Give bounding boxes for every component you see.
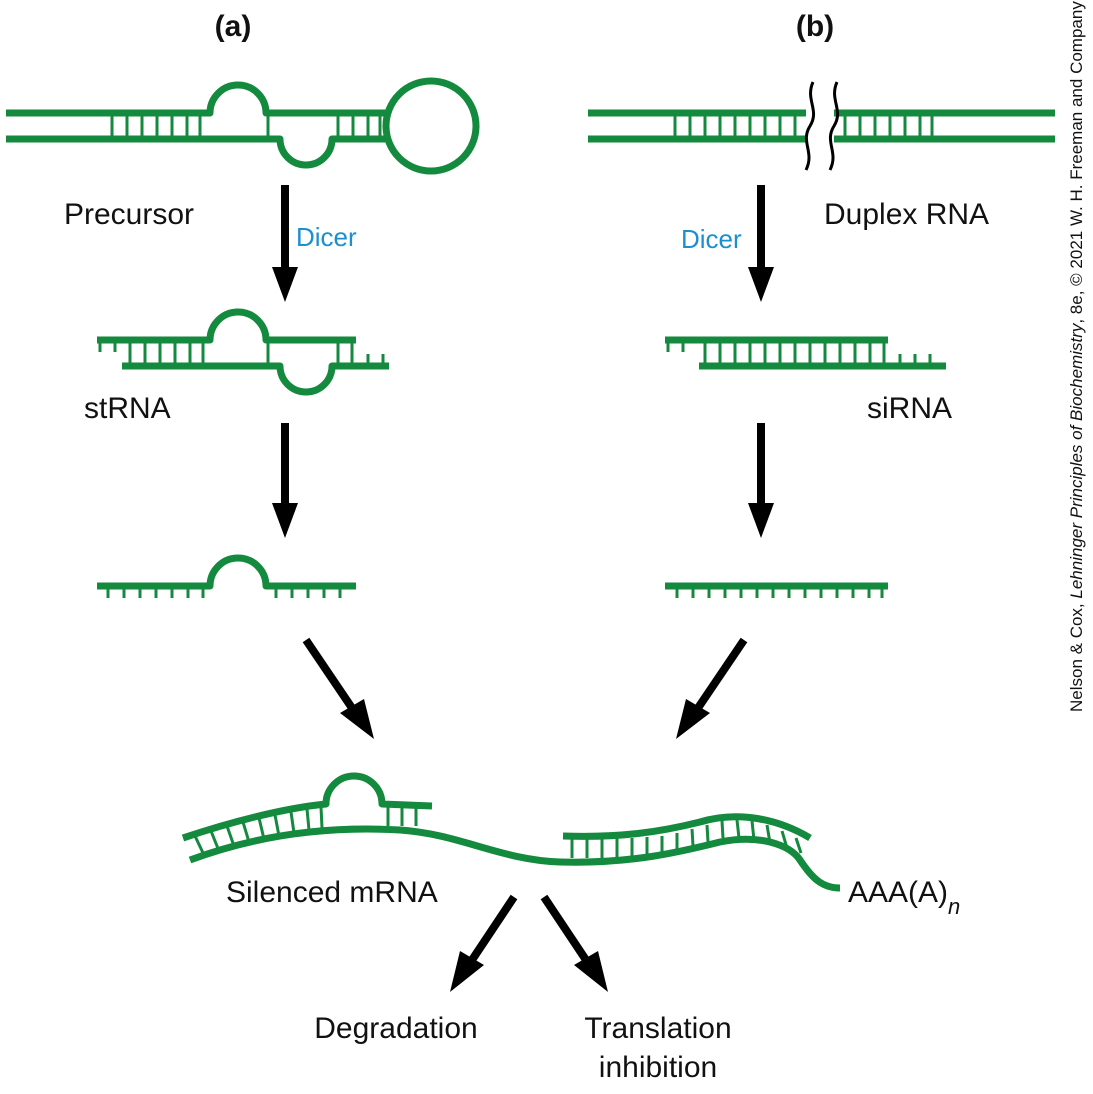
polya-tail-text: AAA(A) bbox=[848, 876, 948, 909]
break-mark-left bbox=[804, 81, 816, 171]
strna-base-pairs bbox=[98, 340, 385, 366]
strna-guide-strand bbox=[97, 554, 356, 590]
arrow-translation-inhibition bbox=[540, 894, 608, 992]
sirna-label: siRNA bbox=[867, 392, 952, 425]
mrna-strand bbox=[188, 825, 841, 892]
polya-subscript: n bbox=[948, 894, 960, 919]
dicer-label-b: Dicer bbox=[681, 224, 742, 254]
arrow-b1 bbox=[748, 185, 774, 302]
arrow-a3 bbox=[302, 637, 374, 739]
credit-line: Nelson & Cox, Lehninger Principles of Bi… bbox=[1067, 1, 1086, 712]
precursor-label: Precursor bbox=[64, 198, 194, 231]
degradation-label: Degradation bbox=[314, 1012, 477, 1045]
panel-label-a: (a) bbox=[215, 10, 252, 43]
precursor-terminal-loop bbox=[382, 77, 480, 175]
arrow-a2 bbox=[272, 423, 298, 538]
panel-label-b: (b) bbox=[796, 10, 834, 43]
precursor-top-strand bbox=[6, 81, 390, 117]
precursor-base-pairs bbox=[110, 116, 382, 136]
duplex-rna-label: Duplex RNA bbox=[824, 198, 989, 231]
precursor-bottom-strand bbox=[6, 135, 390, 169]
polya-tail-label: AAA(A)n bbox=[848, 876, 960, 919]
mrna-left-base-pairs bbox=[193, 806, 418, 856]
strna-single-strand bbox=[97, 554, 356, 598]
credit-book-title: Lehninger Principles of Biochemistry bbox=[1067, 322, 1086, 598]
sirna-base-pairs bbox=[666, 340, 932, 366]
strna-bottom-strand bbox=[122, 362, 389, 396]
silenced-mrna bbox=[181, 772, 841, 892]
strna-duplex bbox=[97, 308, 389, 396]
inhibition-label: inhibition bbox=[599, 1051, 717, 1084]
sirna-single-strand bbox=[665, 582, 888, 598]
strna-top-strand bbox=[97, 308, 356, 344]
sirna-duplex bbox=[665, 336, 946, 370]
duplex-base-pairs bbox=[673, 116, 934, 136]
translation-label: Translation bbox=[584, 1012, 731, 1045]
credit-prefix: Nelson & Cox, bbox=[1067, 599, 1086, 712]
arrow-degradation bbox=[450, 894, 518, 992]
precursor-hairpin bbox=[6, 77, 480, 175]
mrna-left-guide-strand bbox=[181, 772, 433, 842]
arrow-a1 bbox=[272, 185, 298, 302]
silenced-mrna-label: Silenced mRNA bbox=[226, 876, 438, 909]
arrow-b2 bbox=[748, 423, 774, 538]
credit-suffix: , 8e, © 2021 W. H. Freeman and Company bbox=[1067, 1, 1086, 324]
dicer-label-a: Dicer bbox=[296, 222, 357, 252]
mrna-right-guide-strand bbox=[562, 813, 812, 842]
duplex-rna bbox=[588, 81, 1055, 171]
arrow-b3 bbox=[676, 637, 748, 739]
break-mark-right bbox=[828, 81, 840, 171]
strna-label: stRNA bbox=[84, 392, 171, 425]
